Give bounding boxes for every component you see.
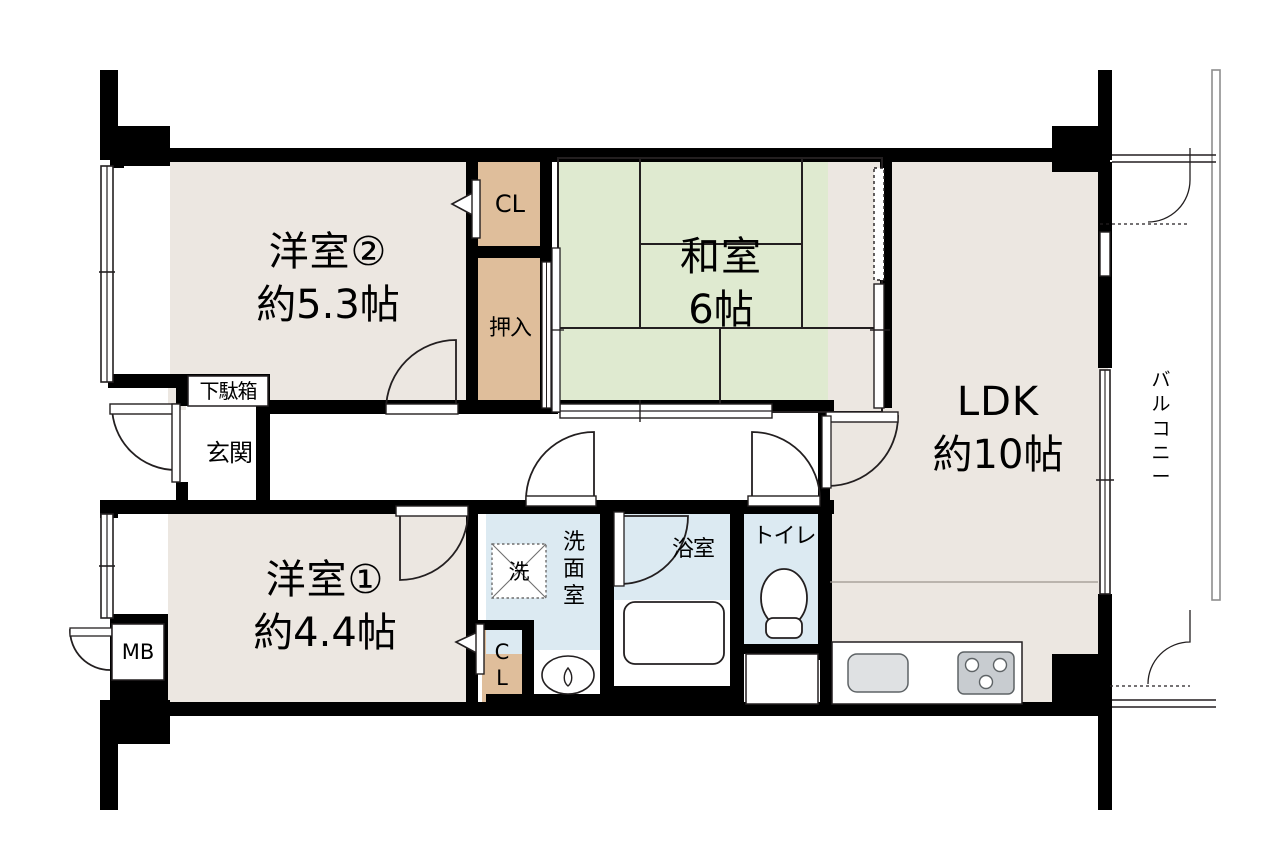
label-closet-cl-bottom: C L: [494, 640, 510, 691]
wall-bathroom-right: [730, 508, 744, 710]
wall-washroom-right: [600, 508, 614, 710]
bay-alcove-yoshitsu2: [110, 165, 170, 381]
label-toilet: トイレ: [752, 524, 816, 549]
label-yokushitsu: 浴室: [671, 537, 715, 562]
door-washroom[interactable]: [525, 431, 597, 507]
label-washitsu-name: 和室: [680, 234, 762, 280]
label-closet-oshiire: 押入: [488, 316, 532, 341]
door-bathroom[interactable]: [613, 511, 689, 587]
door-ldk[interactable]: [821, 411, 899, 489]
sliding-door-washitsu-ldk[interactable]: [870, 167, 890, 409]
room-fill-yoshitsu2: [168, 158, 472, 410]
wall-closet-divider: [466, 246, 550, 258]
balcony-rail-outer: [1211, 69, 1221, 601]
wall-cl-bottom-top: [466, 620, 534, 630]
label-ldk-name: LDK: [956, 379, 1040, 425]
bay-alcove-yoshitsu1: [110, 512, 168, 620]
doors[interactable]: [69, 148, 1191, 687]
label-yoshitsu2-name: 洋室②: [268, 229, 388, 275]
balcony: [1112, 69, 1221, 708]
balcony-partition-door-upper: [1100, 148, 1191, 225]
column-bottom-right: [1052, 654, 1108, 710]
wall-top: [160, 148, 1080, 162]
label-washer: 洗: [508, 560, 530, 584]
wall-toilet-mid: [744, 644, 826, 654]
shoe-cabinet-box: [187, 375, 269, 407]
door-yoshitsu1[interactable]: [395, 505, 469, 581]
door-yoshitsu2[interactable]: [385, 339, 459, 415]
door-closet-cl-top[interactable]: [450, 179, 481, 239]
closet-oshiire-fill: [478, 258, 542, 410]
label-balcony: バ ル コ ニ ー: [1151, 369, 1171, 489]
closet-cl-top-fill: [478, 162, 542, 248]
door-entrance[interactable]: [109, 403, 181, 483]
bathroom-fill: [614, 512, 732, 602]
window-ldk-upper: [1099, 231, 1111, 277]
label-washitsu-size: 6帖: [688, 287, 754, 333]
windows: [99, 165, 1114, 619]
door-closet-cl-bottom[interactable]: [454, 623, 485, 675]
toilet-bowl: [760, 568, 808, 639]
gas-stove-3-burner: [957, 651, 1015, 695]
wall-bath-bottom-band: [604, 686, 734, 710]
label-senmenshitsu: 洗 面 室: [562, 530, 585, 609]
window-yoshitsu1-left: [99, 513, 115, 619]
meter-box-box: [111, 623, 165, 681]
wall-washroom-bottom-band: [486, 694, 606, 710]
room-fill-yoshitsu1: [168, 508, 472, 708]
door-meter-box[interactable]: [69, 627, 113, 671]
column-bottom-left: [110, 700, 170, 744]
kitchen-base-cabinet: [745, 653, 819, 705]
wall-toilet-right: [820, 508, 832, 710]
door-toilet[interactable]: [747, 431, 821, 507]
kitchen-counter: [831, 641, 1023, 705]
wall-genkan-right: [256, 388, 270, 500]
wall-genkan-left: [176, 388, 188, 406]
sliding-door-ldk-balcony[interactable]: [1096, 369, 1114, 595]
wall-hallway-top2: [468, 400, 558, 414]
wall-hallway-bottom-left: [108, 500, 488, 514]
balcony-partition-door-lower: [1110, 610, 1191, 687]
label-meter-box: MB: [121, 640, 155, 664]
window-yoshitsu2-left: [99, 165, 115, 383]
label-genkan: 玄関: [206, 439, 253, 467]
wall-cl-bottom-right: [522, 624, 534, 710]
label-yoshitsu2-size: 約5.3帖: [256, 282, 400, 328]
fixtures: [111, 375, 1098, 705]
sliding-door-oshiire[interactable]: [541, 261, 552, 409]
washing-machine-pan: [491, 543, 547, 599]
label-getabako: 下駄箱: [199, 379, 258, 403]
genkan-floor: [186, 404, 268, 500]
label-ldk-size: 約10帖: [932, 432, 1064, 478]
wall-genkan-left-lower: [176, 482, 188, 502]
wall-top-right-stub: [1098, 70, 1112, 160]
bathtub: [623, 601, 725, 665]
label-yoshitsu1-name: 洋室①: [265, 557, 385, 603]
kitchen-sink: [847, 653, 909, 693]
wall-yoshitsu1-right: [466, 508, 478, 710]
wall-left-upper-top: [110, 148, 124, 168]
lavatory-basin: [541, 655, 595, 695]
label-closet-cl-top: CL: [494, 190, 526, 218]
label-yoshitsu1-size: 約4.4帖: [253, 610, 397, 656]
